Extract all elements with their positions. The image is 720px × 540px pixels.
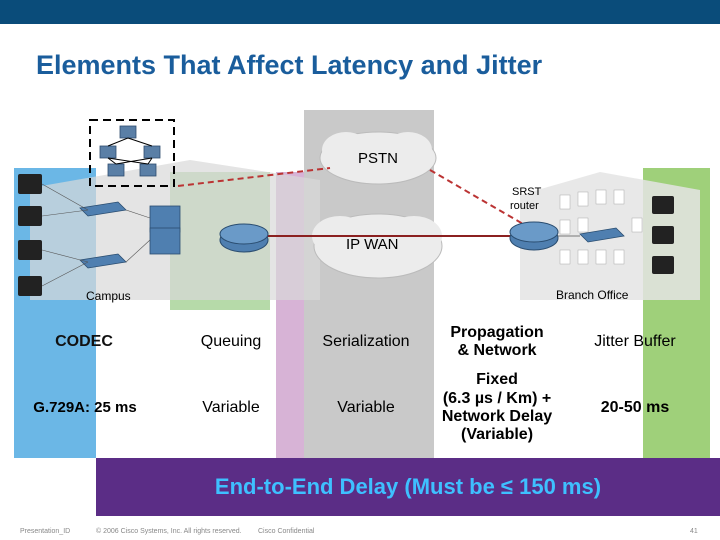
campus-label: Campus (86, 289, 131, 303)
propagation-value-line3: Network Delay (441, 408, 553, 425)
end-to-end-text: End-to-End Delay (Must be ≤ 150 ms) (214, 474, 602, 499)
pstn-link-branch (429, 169, 531, 229)
queuing-value: Variable (202, 398, 260, 416)
pstn-link-campus (177, 167, 331, 187)
codec-column (14, 310, 96, 458)
codec-header: CODEC (55, 332, 113, 350)
propagation-header: Propagation & Network (430, 320, 564, 364)
pstn-cloud (319, 131, 437, 185)
branch-office-label: Branch Office (556, 288, 629, 302)
pstn-label: PSTN (358, 150, 399, 167)
jitter-column (643, 310, 710, 458)
queuing-header: Queuing (200, 332, 262, 350)
campus-switches (79, 201, 181, 269)
ip-wan-label: IP WAN (346, 236, 399, 253)
srst-label-line2: router (510, 200, 539, 212)
network-diagram (14, 110, 710, 310)
serialization-header: Serialization (322, 332, 410, 350)
serialization-value: Variable (337, 398, 395, 416)
propagation-value-line4: (Variable) (460, 426, 534, 444)
propagation-value: Fixed (6.3 µs / Km) + Network Delay (Var… (426, 366, 568, 450)
branch-phones (652, 196, 674, 274)
propagation-column (304, 310, 434, 458)
jitter-buffer-header: Jitter Buffer (594, 332, 676, 350)
propagation-header-line1: Propagation (450, 323, 544, 341)
propagation-value-line2: (6.3 µs / Km) + (442, 389, 552, 407)
propagation-header-line2: & Network (457, 342, 537, 359)
serialization-column (276, 310, 304, 458)
jitter-buffer-value: 20-50 ms (600, 398, 670, 416)
server-icons (99, 125, 161, 177)
callmanager-cluster-box (89, 119, 175, 187)
srst-router (509, 221, 559, 251)
campus-phones (18, 174, 42, 296)
top-bar (0, 0, 720, 24)
campus-router (219, 223, 269, 253)
slide-title: Elements That Affect Latency and Jitter (36, 50, 543, 80)
confidential: Cisco Confidential (258, 528, 315, 535)
presentation-id: Presentation_ID (20, 528, 71, 535)
copyright: © 2006 Cisco Systems, Inc. All rights re… (96, 528, 242, 535)
branch-windows (559, 189, 643, 265)
branch-switch (579, 227, 625, 243)
page-number: 41 (690, 528, 698, 535)
codec-value: G.729A: 25 ms (33, 399, 137, 417)
end-to-end-banner: End-to-End Delay (Must be ≤ 150 ms) (96, 458, 720, 516)
propagation-value-line1: Fixed (476, 371, 518, 389)
srst-label-line1: SRST (512, 186, 542, 198)
